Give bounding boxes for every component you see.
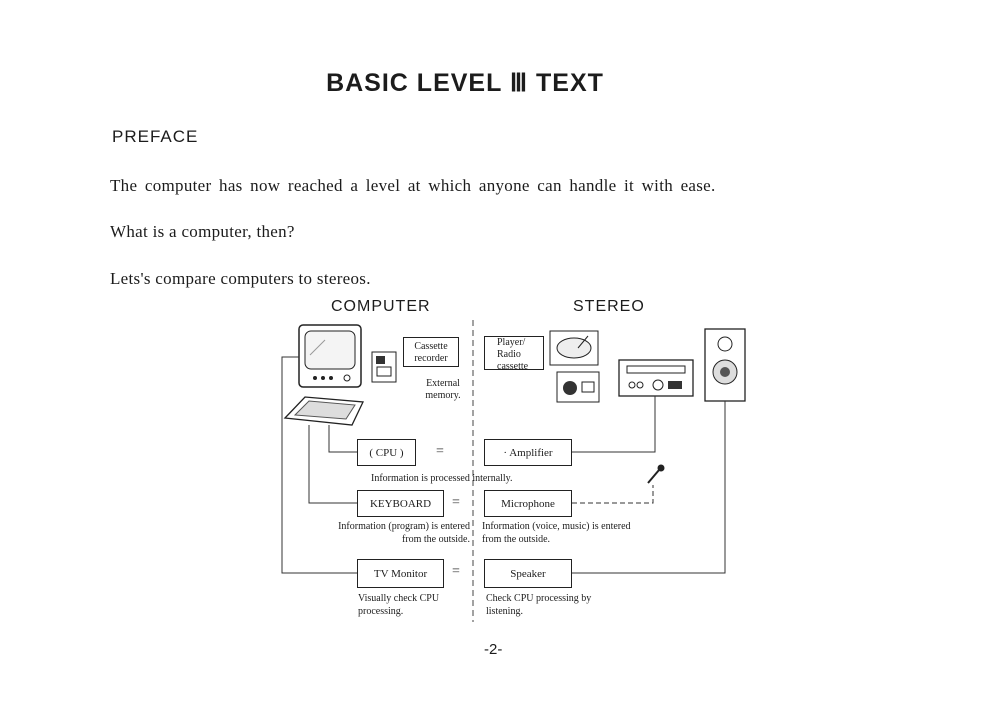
keyboard-box: KEYBOARD xyxy=(357,490,444,517)
cpu-box: ( CPU ) xyxy=(357,439,416,466)
tv-monitor-box: TV Monitor xyxy=(357,559,444,588)
paragraph-question: What is a computer, then? xyxy=(110,222,295,241)
tv-monitor-description: Visually check CPU processing. xyxy=(358,593,440,617)
microphone-box: Microphone xyxy=(484,490,572,517)
microphone-description: Information (voice, music) is entered fr… xyxy=(482,521,631,545)
preface-heading: PREFACE xyxy=(112,127,199,146)
equals-sign-keyboard: = xyxy=(452,495,460,510)
speaker-description: Check CPU processing by listening. xyxy=(486,593,592,617)
processed-internally-note: Information is processed internally. xyxy=(371,473,513,484)
stereo-column-heading: STEREO xyxy=(573,298,645,315)
equals-sign-monitor: = xyxy=(452,564,460,579)
computer-column-heading: COMPUTER xyxy=(331,298,431,315)
record-player-illustration xyxy=(549,330,599,366)
page-number: -2- xyxy=(484,641,503,658)
paragraph-compare: Lets's compare computers to stereos. xyxy=(110,269,371,288)
paragraph-intro: The computer has now reached a level at … xyxy=(110,176,716,195)
speaker-illustration xyxy=(704,328,746,402)
amplifier-illustration xyxy=(618,359,694,397)
external-memory-label: External memory. xyxy=(425,378,461,401)
tv-monitor-illustration xyxy=(298,324,362,388)
cassette-recorder-illustration xyxy=(371,351,397,383)
player-radio-cassette-label: Player/ Radio cassette xyxy=(484,336,544,372)
keyboard-illustration xyxy=(283,396,364,426)
speaker-box: Speaker xyxy=(484,559,572,588)
microphone-illustration xyxy=(647,464,665,484)
radio-cassette-illustration xyxy=(556,371,600,403)
cassette-recorder-label: Cassette recorder xyxy=(403,337,459,367)
page-title: BASIC LEVEL Ⅲ TEXT xyxy=(326,69,604,97)
keyboard-description: Information (program) is entered from th… xyxy=(338,521,470,545)
amplifier-box: · Amplifier xyxy=(484,439,572,466)
equals-sign-cpu: = xyxy=(436,444,444,459)
